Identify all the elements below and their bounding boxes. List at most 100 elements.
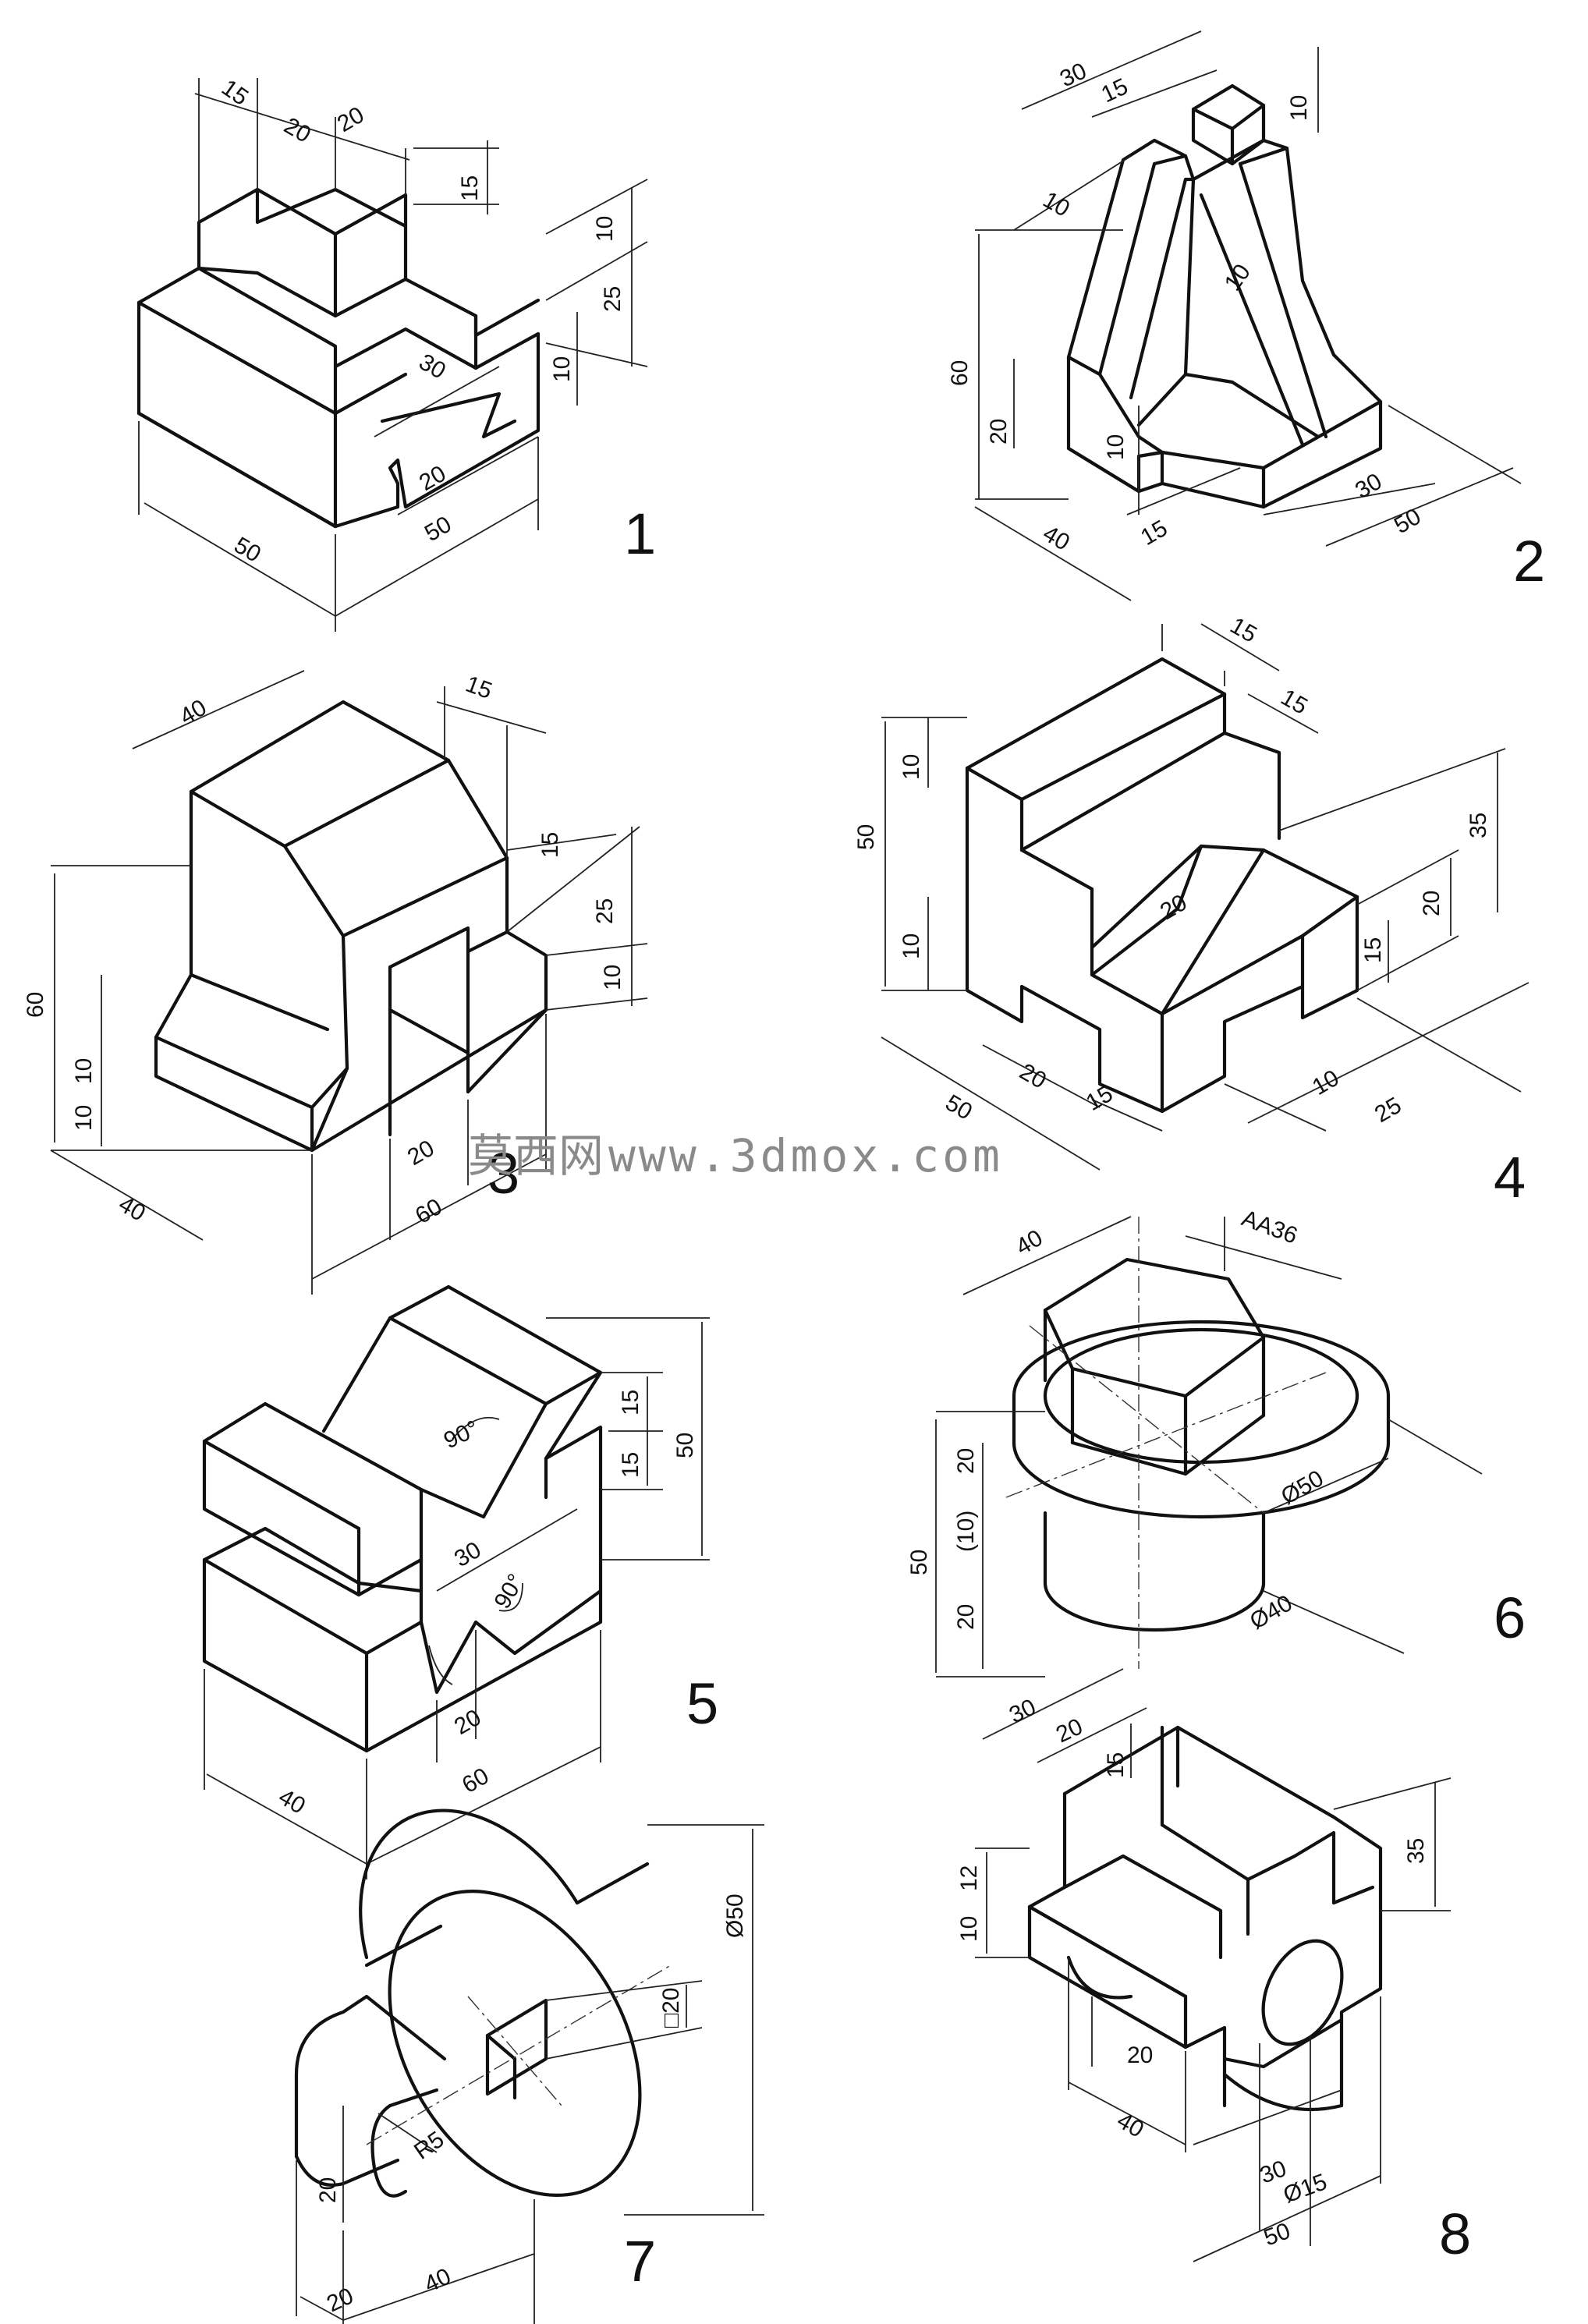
dim-label: 40 [420, 2263, 455, 2297]
dim-label: 90° [440, 1415, 483, 1454]
dim-label: 10 [1103, 434, 1129, 460]
dim-label: (10) [953, 1511, 979, 1552]
figure-5-object [202, 1284, 603, 1753]
figure-number: 6 [1494, 1585, 1526, 1650]
dim-label: 15 [463, 671, 496, 704]
dim-label: 50 [1390, 504, 1425, 539]
dim-label: 50 [230, 532, 265, 567]
dim-label: 20 [1127, 2042, 1153, 2068]
figure-number: 4 [1494, 1145, 1526, 1210]
dim-label: 10 [1308, 1065, 1343, 1100]
figure-number: 8 [1439, 2202, 1471, 2266]
figure-4-object [965, 657, 1359, 1114]
dim-label: 12 [956, 1865, 982, 1891]
dim-label: 20 [450, 1705, 485, 1740]
figure-1: 15 20 20 15 10 25 10 30 20 50 50 1 [136, 75, 656, 632]
dim-label: 10 [899, 933, 924, 959]
dim-label: 15 [618, 1390, 643, 1415]
dim-label: 40 [175, 695, 211, 730]
figure-6-dimensions [935, 1216, 1483, 1677]
dim-label: 35 [1403, 1838, 1429, 1864]
figure-8-dim-labels: 30 20 15 35 12 10 20 40 30 Ø15 50 [956, 1694, 1429, 2251]
dim-label: 20 [315, 2177, 341, 2203]
dim-label: 30 [415, 349, 450, 384]
dim-label: 40 [115, 1191, 150, 1226]
dim-label: 40 [275, 1784, 310, 1819]
dim-label: 15 [1360, 937, 1386, 963]
dim-label: 40 [1039, 520, 1074, 555]
dim-label: 50 [1260, 2218, 1294, 2251]
figure-6: 40 AA36 20 (10) 50 20 Ø50 Ø40 6 [906, 1206, 1526, 1677]
figure-4-dimensions [881, 623, 1530, 1171]
figure-4: 15 15 10 50 35 20 20 15 10 20 15 50 10 2… [853, 612, 1530, 1210]
dim-label: 20 [953, 1604, 979, 1630]
dim-label: 15 [457, 175, 483, 201]
figure-8: 30 20 15 35 12 10 20 40 30 Ø15 50 8 [956, 1668, 1471, 2266]
figure-number: 2 [1513, 529, 1545, 593]
dim-label: 50 [672, 1433, 698, 1458]
dim-label: 35 [1466, 813, 1491, 838]
dim-label: Ø40 [1246, 1590, 1297, 1635]
dim-label: 50 [853, 824, 879, 850]
dim-label: 20 [1016, 1058, 1051, 1093]
dim-label: 20 [1419, 891, 1444, 916]
dim-label: 60 [23, 992, 48, 1018]
watermark: 莫西网 www.3dmox.com [468, 1129, 1003, 1182]
figure-7-dimensions [296, 1824, 764, 2324]
dim-label: 25 [1370, 1093, 1405, 1128]
dim-label: 10 [1286, 95, 1312, 121]
dim-label: 30 [1056, 58, 1090, 92]
dim-label: 10 [592, 216, 618, 242]
figure-8-object [1027, 1725, 1383, 2112]
figure-2: 30 15 10 10 10 60 20 10 40 15 30 50 2 [947, 30, 1545, 601]
figure-3: 40 15 15 25 10 60 10 10 40 20 60 3 [23, 670, 648, 1295]
watermark-cn: 莫西网 [468, 1129, 604, 1182]
figure-7: □20 Ø50 R5 20 20 40 7 [294, 1809, 764, 2324]
dim-label: Ø50 [722, 1894, 748, 1938]
dim-label: 50 [906, 1550, 932, 1575]
figure-1-object [136, 187, 541, 529]
dim-label: 10 [549, 356, 575, 382]
dim-label: 25 [600, 286, 626, 312]
dim-label: 15 [1277, 684, 1312, 719]
dim-label: 10 [899, 754, 924, 780]
dim-label: 40 [1012, 1225, 1047, 1260]
dim-label: 50 [941, 1089, 977, 1125]
figure-2-object [1066, 83, 1383, 509]
dim-label: 30 [450, 1537, 485, 1572]
dim-label: 30 [1005, 1694, 1040, 1728]
figure-5-dim-labels: 90° 15 15 50 30 90° 20 40 60 [275, 1390, 699, 1819]
figure-7-centerlines [366, 1964, 672, 2145]
dim-label: 20 [280, 112, 315, 147]
figure-2-dim-labels: 30 15 10 10 10 60 20 10 40 15 30 50 [947, 58, 1425, 555]
dim-label: 20 [415, 461, 450, 496]
dim-label: 15 [618, 1452, 643, 1478]
figure-2-dimensions [974, 30, 1522, 601]
dim-label: 10 [1220, 260, 1256, 296]
dim-label: 15 [537, 832, 563, 858]
dim-label: 10 [71, 1105, 97, 1131]
watermark-url: www.3dmox.com [608, 1129, 1003, 1182]
dim-label: 15 [1097, 73, 1132, 108]
dim-label: 60 [947, 360, 973, 386]
figure-number: 5 [686, 1671, 718, 1736]
dim-label: 60 [458, 1763, 493, 1798]
dim-label: 40 [1113, 2107, 1148, 2142]
figure-5: 90° 15 15 50 30 90° 20 40 60 5 [202, 1284, 718, 1879]
dim-label: 20 [986, 419, 1012, 445]
figure-6-object [1012, 1257, 1391, 1632]
dim-label: 10 [956, 1916, 982, 1942]
dim-label: 15 [1136, 515, 1172, 551]
figure-number: 7 [624, 2229, 656, 2294]
figure-3-object [154, 700, 548, 1153]
figure-4-dim-labels: 15 15 10 50 35 20 20 15 10 20 15 50 10 2… [853, 612, 1491, 1128]
figure-3-dimensions [50, 670, 648, 1295]
dim-label: 50 [420, 512, 455, 547]
dim-label: 90° [489, 1570, 529, 1614]
dim-label: 20 [953, 1448, 979, 1474]
figure-7-object [294, 1809, 650, 2198]
dim-label: 15 [217, 75, 253, 111]
figure-6-centerlines [1005, 1217, 1327, 1669]
dim-label: AA36 [1239, 1206, 1301, 1249]
